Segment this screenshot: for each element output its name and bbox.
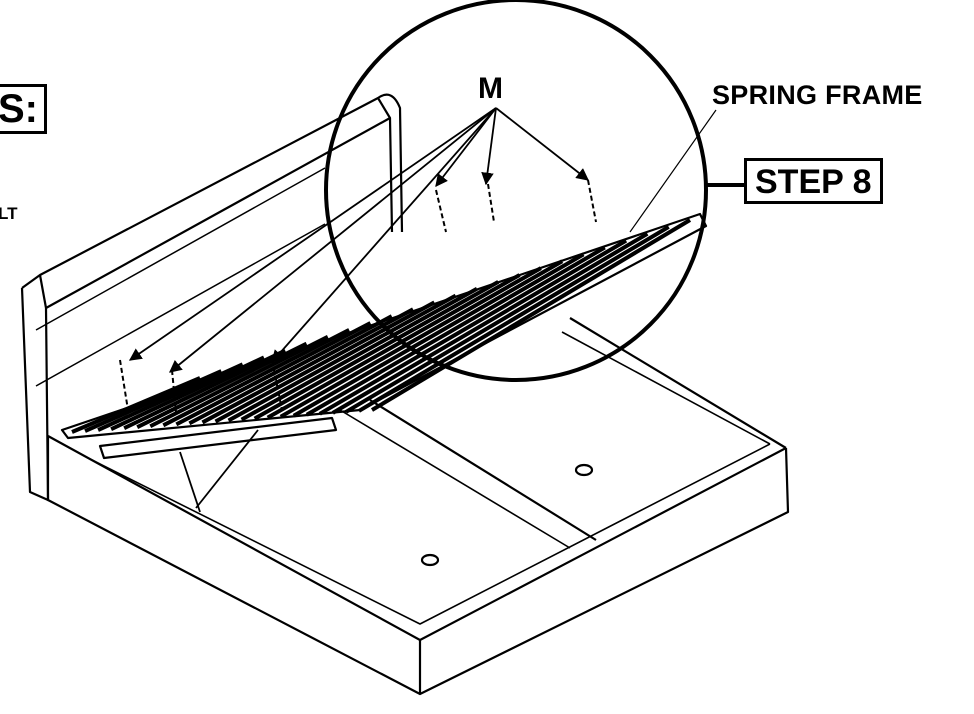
spring-frame-label: SPRING FRAME xyxy=(712,80,923,110)
slat xyxy=(266,273,521,420)
bed-base xyxy=(46,317,790,696)
gas-pistons xyxy=(119,179,597,413)
callout-arrows xyxy=(128,107,589,373)
slat xyxy=(331,238,628,415)
slat xyxy=(370,218,692,412)
slat xyxy=(279,266,542,419)
slat xyxy=(305,252,585,417)
slat xyxy=(344,232,649,414)
spring-frame-leader xyxy=(629,109,717,233)
slat xyxy=(84,369,223,433)
lift-mechanism xyxy=(98,416,338,513)
magnifier-circle xyxy=(324,0,708,382)
slat xyxy=(214,300,436,424)
slat xyxy=(227,293,457,423)
slat xyxy=(357,225,670,413)
spring-frame-slats xyxy=(71,218,692,434)
slat xyxy=(162,328,351,428)
slat xyxy=(123,348,287,430)
slat xyxy=(175,321,372,427)
slat xyxy=(97,362,244,432)
slat xyxy=(149,334,329,429)
slat xyxy=(110,355,265,431)
headboard xyxy=(20,93,404,502)
slat xyxy=(253,280,500,421)
slat xyxy=(188,314,393,426)
step-label: STEP 8 xyxy=(744,158,883,204)
slat xyxy=(201,307,414,425)
spring-frame xyxy=(60,212,708,440)
slat xyxy=(71,376,201,434)
hardware-label-m: M xyxy=(478,72,503,105)
slat xyxy=(240,286,478,422)
partial-box-label: S: xyxy=(0,84,47,134)
slat xyxy=(318,245,606,416)
slat xyxy=(292,259,564,418)
partial-text-label: LT xyxy=(0,204,18,223)
